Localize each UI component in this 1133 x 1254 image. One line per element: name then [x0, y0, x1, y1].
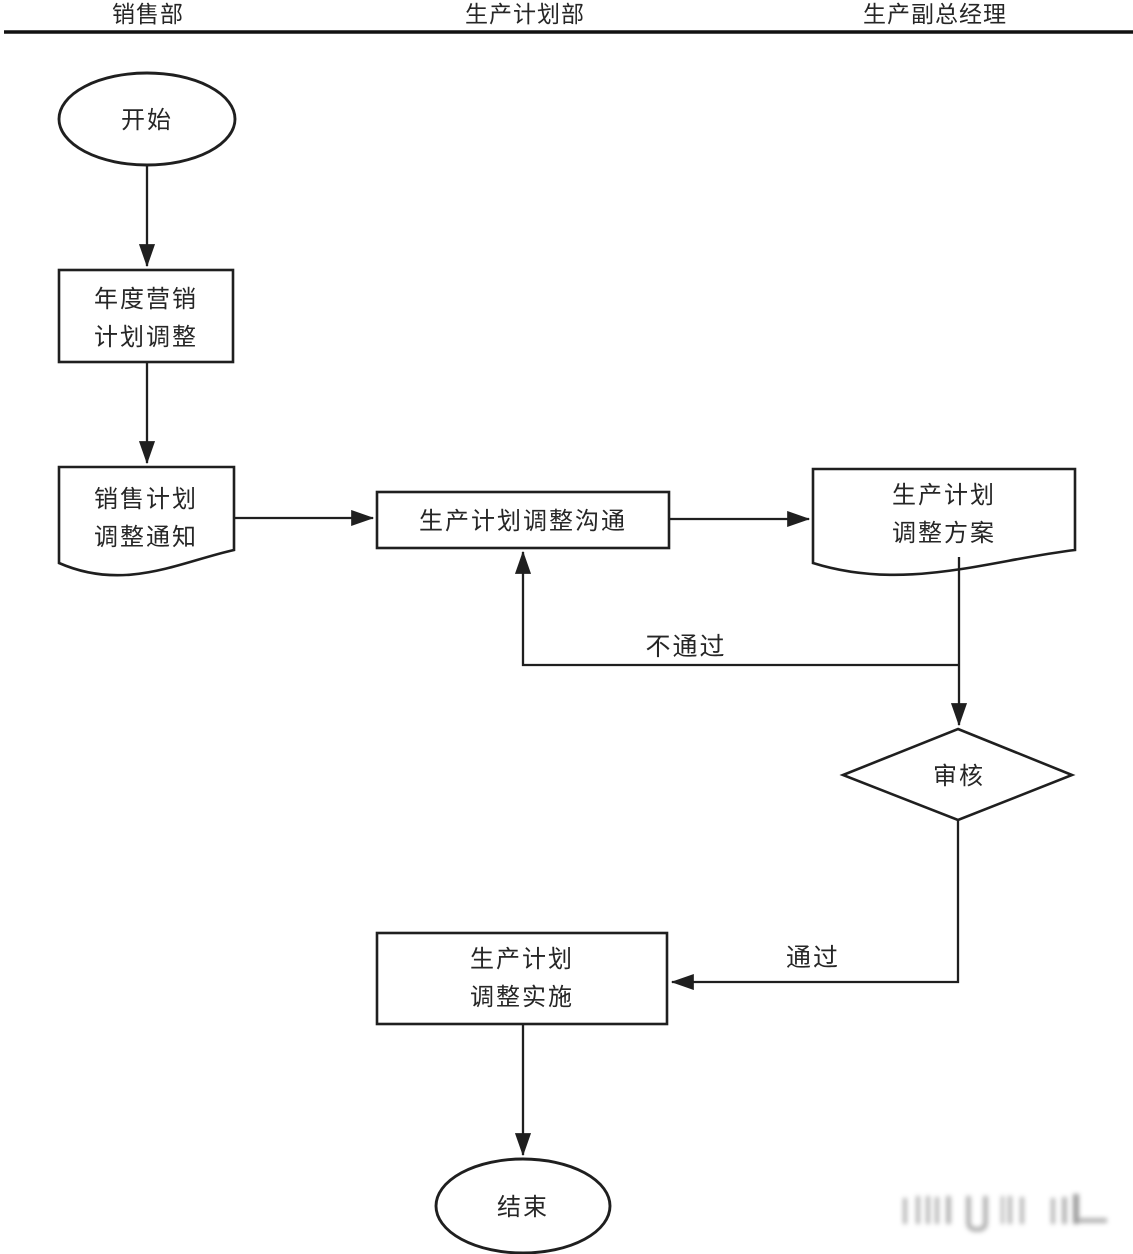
watermark-logo [903, 1194, 1107, 1232]
reject-edge-label: 不通过 [645, 633, 726, 661]
node-annual-plan-adjustment: 年度营销 计划调整 [57, 268, 235, 364]
node-plan-implementation: 生产计划 调整实施 [375, 931, 669, 1026]
review-label: 审核 [933, 763, 985, 790]
edge-review-reject-to-communication [514, 550, 959, 667]
node-start: 开始 [57, 71, 237, 167]
node-plan-scheme-document: 生产计划 调整方案 [811, 467, 1077, 577]
annual-plan-label-line1: 年度营销 [94, 286, 198, 313]
plan-scheme-label-line1: 生产计划 [892, 482, 996, 509]
lane-header: 销售部 生产计划部 生产副总经理 [4, 2, 1133, 34]
lane-label-production-planning-dept: 生产计划部 [465, 2, 585, 27]
plan-implementation-label-line1: 生产计划 [470, 946, 574, 973]
approve-edge-label: 通过 [786, 944, 840, 972]
plan-communication-rect [375, 490, 671, 550]
end-label: 结束 [497, 1194, 549, 1221]
start-ellipse [57, 71, 237, 167]
node-sales-notice-document: 销售计划 调整通知 [57, 465, 236, 577]
plan-communication-label: 生产计划调整沟通 [419, 508, 627, 535]
annual-plan-rect [57, 268, 235, 364]
lane-label-sales-dept: 销售部 [112, 2, 184, 27]
start-label: 开始 [121, 107, 173, 134]
edge-review-approve-to-implementation [670, 820, 960, 991]
connectors: 不通过 通过 [138, 166, 968, 1157]
sales-notice-label-line2: 调整通知 [94, 524, 198, 551]
node-end: 结束 [434, 1157, 612, 1254]
node-plan-communication: 生产计划调整沟通 [375, 490, 671, 550]
node-review-decision: 审核 [839, 727, 1076, 822]
sales-notice-document-shape [57, 465, 236, 577]
end-ellipse [434, 1157, 612, 1254]
sales-notice-label-line1: 销售计划 [94, 486, 198, 513]
plan-scheme-document-shape [811, 467, 1077, 577]
plan-scheme-label-line2: 调整方案 [892, 520, 996, 547]
annual-plan-label-line2: 计划调整 [94, 324, 198, 351]
plan-implementation-label-line2: 调整实施 [470, 984, 574, 1011]
lane-label-vp-production: 生产副总经理 [863, 2, 1007, 27]
